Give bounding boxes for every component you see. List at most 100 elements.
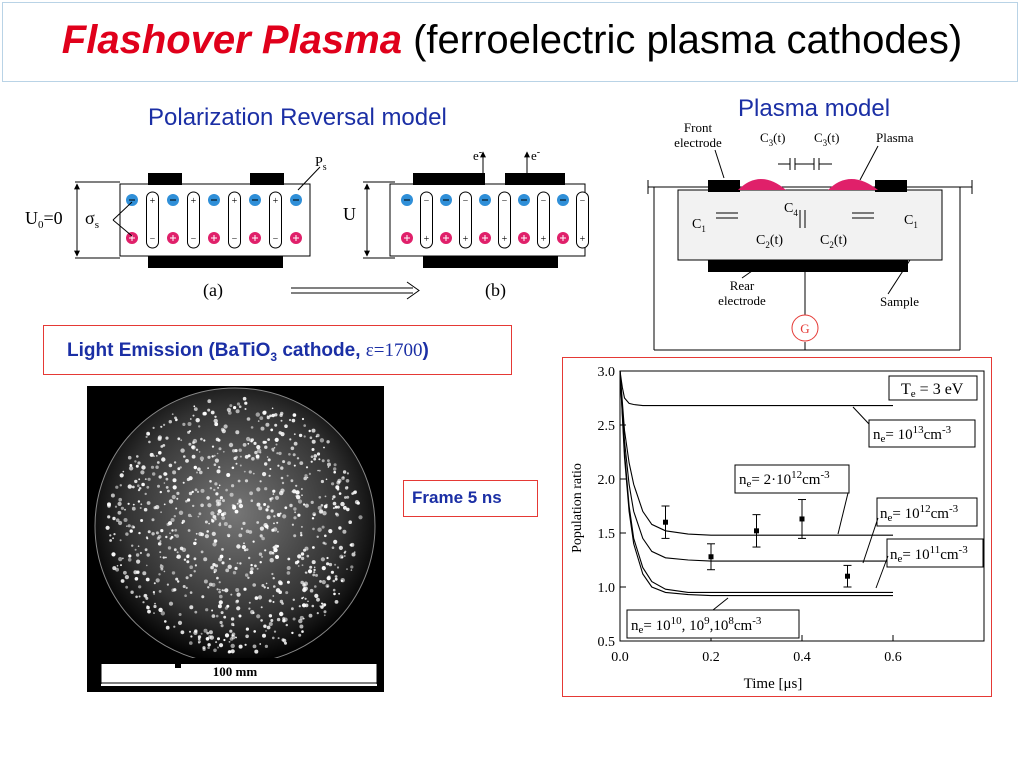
title-main: Flashover Plasma [61,18,402,62]
emission-spot [298,633,302,637]
emission-spot [215,614,219,618]
emission-spot [143,507,148,512]
emission-spot [333,463,337,467]
slide-title: Flashover Plasma (ferroelectric plasma c… [0,18,1024,63]
emission-spot [165,436,169,440]
emission-spot [254,596,259,600]
emission-spot [171,413,174,416]
emission-spot [211,531,216,536]
emission-spot [344,550,347,553]
emission-image: 100 mm [94,387,378,686]
emission-spot [261,536,265,541]
emission-spot [334,577,338,581]
emission-spot [175,534,179,538]
emission-spot [191,445,196,450]
emission-spot [219,554,224,559]
label-c1-right: C1 [904,213,918,230]
emission-spot [293,441,298,446]
emission-spot [189,574,193,577]
emission-spot [264,549,267,552]
emission-spot [187,422,192,426]
emission-spot [160,611,165,616]
emission-spot [287,557,291,561]
emission-spot [310,455,314,458]
emission-spot [236,592,241,597]
emission-spot [229,629,233,633]
emission-spot [334,575,338,578]
data-point [754,528,759,534]
emission-spot [125,532,129,536]
svg-text:ne= 2·1012cm-3: ne= 2·1012cm-3 [739,469,830,490]
emission-spot [232,449,236,453]
emission-spot [243,587,247,591]
emission-spot [238,448,242,452]
emission-spot [321,580,326,585]
emission-spot [120,564,122,567]
emission-spot [304,503,309,508]
emission-spot [254,450,258,455]
emission-spot [208,635,212,639]
emission-spot [203,579,208,584]
emission-spot [217,646,219,649]
emission-spot [266,515,271,520]
emission-spot [230,649,235,654]
sample-block [677,189,943,261]
emission-spot [216,502,220,507]
emission-spot [284,506,288,510]
emission-spot [264,445,268,449]
emission-spot [138,531,141,535]
emission-spot [316,597,320,602]
emission-spot [127,558,132,562]
emission-spot [113,533,116,536]
emission-spot [153,582,156,585]
emission-spot [241,545,246,550]
emission-spot [215,499,220,504]
emission-spot [323,614,326,617]
dipole-bottom-sign: + [502,234,508,245]
emission-spot [186,554,190,559]
diagram-b: U −+−+−+−+−+ e- e- (b) [343,147,589,301]
plasma-right [828,179,878,190]
label-u: U [343,204,356,224]
emission-spot [131,506,136,511]
label-u0: U0=0 [25,208,63,231]
emission-spot [213,568,218,573]
emission-spot [151,532,155,536]
emission-spot [320,557,325,562]
emission-spot [160,567,164,571]
emission-spot [232,571,237,575]
emission-spot [228,558,231,560]
emission-spot [139,507,142,509]
emission-spot [271,407,274,410]
emission-spot [218,523,222,527]
label-ne13: ne= 1013cm-3 [852,406,976,448]
front-electrode-right [875,180,907,192]
emission-spot [308,472,311,475]
emission-spot [138,595,141,598]
emission-spot [205,608,209,612]
emission-spot [204,520,208,524]
emission-spot [252,583,256,587]
emission-spot [321,459,325,463]
emission-spot [279,413,283,417]
emission-spot [267,458,271,462]
transition-arrow [291,281,420,300]
emission-spot [164,620,167,623]
emission-spot [272,577,275,580]
emission-spot [119,484,122,487]
emission-spot [338,592,340,595]
emission-spot [246,436,251,442]
emission-spot [198,451,201,453]
emission-spot [185,459,189,463]
emission-spot [177,437,181,441]
emission-spot [199,470,203,475]
emission-spot [111,552,116,557]
emission-spot [147,477,151,481]
emission-spot [268,599,272,603]
emission-spot [258,506,263,511]
emission-spot [155,505,160,510]
emission-spot [217,637,220,641]
emission-spot [266,625,271,630]
